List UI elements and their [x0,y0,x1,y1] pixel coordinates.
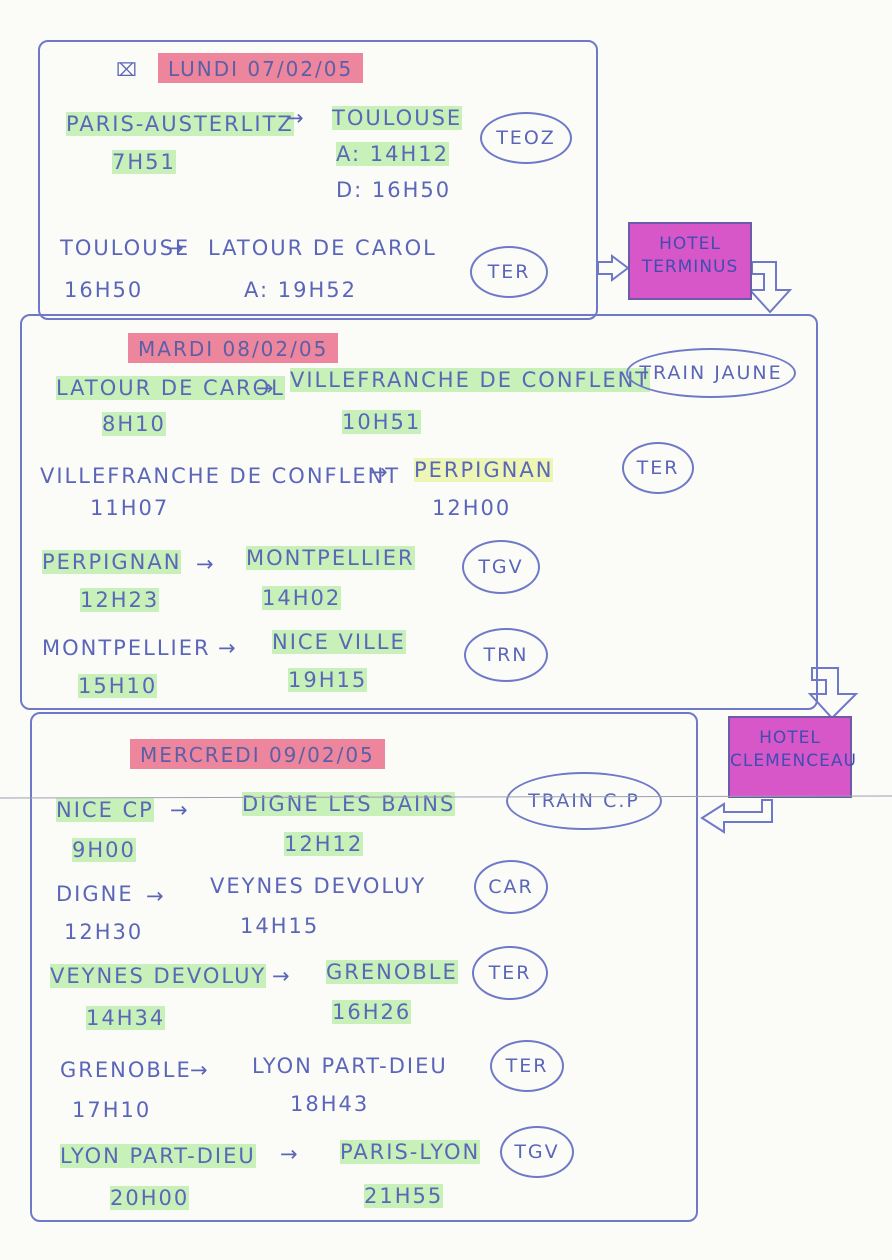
train-badge: TRAIN C.P [506,772,662,830]
leg-from: PARIS-AUSTERLITZ [66,112,294,136]
leg-to: MONTPELLIER [246,546,415,570]
leg-from: VEYNES DEVOLUY [50,964,267,988]
leg-to: PERPIGNAN [414,458,554,482]
train-badge: TER [490,1040,564,1092]
leg-arrival: 14H15 [240,914,320,938]
leg-departure: 7H51 [112,150,176,174]
train-badge: TEOZ [480,112,572,164]
train-badge: CAR [474,860,548,914]
hotel-line: HOTEL [759,728,821,748]
leg-departure: 20H00 [110,1186,190,1210]
leg-arrow: → [272,964,292,988]
leg-from: DIGNE [56,882,134,906]
hotel-box-clemenceau: HOTEL CLEMENCEAU [728,716,857,798]
day-card-monday [38,40,598,320]
leg-arrival: 19H15 [288,668,368,692]
leg-arrival: A: 14H12 [336,142,449,166]
leg-arrival: 14H02 [262,586,342,610]
hotel-line: HOTEL [659,234,721,254]
crossed-out-mark-icon: ⌧ [116,60,137,81]
leg-arrival: 12H12 [284,832,364,856]
train-badge: TER [622,442,694,494]
train-badge: TRN [464,628,548,682]
leg-to: DIGNE LES BAINS [242,792,456,816]
hotel-name: TERMINUS [641,257,739,277]
leg-to: TOULOUSE [332,106,463,130]
leg-arrow: → [170,798,190,822]
leg-to: LYON PART-DIEU [252,1054,448,1078]
leg-departure: 12H23 [80,588,160,612]
leg-arrival: A: 19H52 [244,278,357,302]
hotel-box-terminus: HOTEL TERMINUS [628,222,752,300]
day-date: MERCREDI 09/02/05 [130,739,385,769]
day-date: MARDI 08/02/05 [128,333,339,363]
leg-departure: 9H00 [72,838,136,862]
leg-from: NICE CP [56,798,154,822]
leg-departure: 15H10 [78,674,158,698]
day-title-tuesday: MARDI 08/02/05 [128,333,339,363]
leg-arrival: 12H00 [432,496,512,520]
leg-from: LATOUR DE CAROL [56,376,285,400]
leg-from: VILLEFRANCHE DE CONFLENT [40,464,401,488]
train-badge: TRAIN JAUNE [626,348,796,398]
day-title-wednesday: MERCREDI 09/02/05 [130,739,385,769]
train-badge: TER [470,246,548,298]
leg-arrow: → [146,884,166,908]
leg-to: NICE VILLE [272,630,406,654]
leg-departure: 16H50 [64,278,144,302]
train-badge: TER [472,946,548,1000]
day-date: LUNDI 07/02/05 [158,53,364,83]
leg-arrival: 18H43 [290,1092,370,1116]
leg-arrow: → [370,460,390,484]
leg-extra: D: 16H50 [336,178,452,202]
leg-arrow: → [256,376,276,400]
leg-departure: 17H10 [72,1098,152,1122]
leg-departure: 12H30 [64,920,144,944]
leg-to: GRENOBLE [326,960,458,984]
leg-arrow: → [280,1142,300,1166]
train-badge: TGV [500,1126,574,1178]
leg-arrow: → [218,636,238,660]
hotel-name: CLEMENCEAU [730,751,857,771]
leg-arrow: → [166,236,186,260]
day-card-tuesday [20,314,818,710]
leg-from: LYON PART-DIEU [60,1144,256,1168]
leg-from: MONTPELLIER [42,636,211,660]
leg-departure: 8H10 [102,412,166,436]
leg-departure: 14H34 [86,1006,166,1030]
leg-to: VEYNES DEVOLUY [210,874,427,898]
paper-fold-line [0,795,892,799]
leg-to: VILLEFRANCHE DE CONFLENT [290,368,651,392]
leg-arrival: 21H55 [364,1184,444,1208]
leg-from: GRENOBLE [60,1058,192,1082]
leg-from: PERPIGNAN [42,550,182,574]
leg-to: LATOUR DE CAROL [208,236,437,260]
day-title-monday: LUNDI 07/02/05 [158,53,364,83]
leg-to: PARIS-LYON [340,1140,481,1164]
leg-arrival: 16H26 [332,1000,412,1024]
leg-arrival: 10H51 [342,410,422,434]
leg-arrow: → [190,1058,210,1082]
train-badge: TGV [462,540,540,594]
leg-arrow: → [196,552,216,576]
leg-from: TOULOUSE [60,236,191,260]
leg-arrow: → [286,106,306,130]
day-card-wednesday [30,712,698,1222]
leg-departure: 11H07 [90,496,170,520]
